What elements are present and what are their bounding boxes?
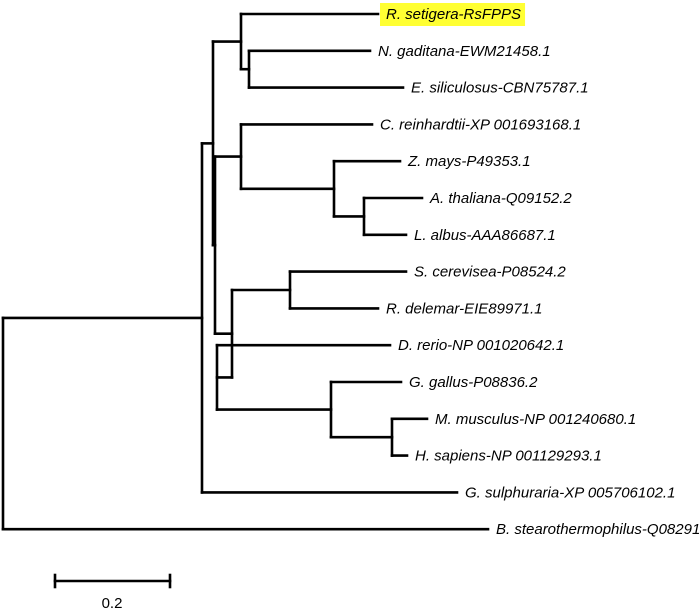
leaf-label: E. siliculosus-CBN75787.1: [411, 80, 589, 97]
tree-leaf-labels: R. setigera-RsFPPS N. gaditana-EWM21458.1…: [378, 3, 700, 538]
leaf-label: G. gallus-P08836.2: [409, 374, 538, 391]
leaf-label: L. albus-AAA86687.1: [414, 227, 556, 244]
scale-bar: 0.2: [53, 573, 172, 611]
leaf-label: Z. mays-P49353.1: [407, 153, 531, 170]
leaf-label: H. sapiens-NP 001129293.1: [415, 448, 602, 465]
tree-branches: [1, 12, 490, 531]
leaf-label: R. setigera-RsFPPS: [386, 6, 521, 23]
leaf-label: M. musculus-NP 001240680.1: [435, 411, 636, 428]
leaf-label: R. delemar-EIE89971.1: [386, 300, 542, 317]
leaf-label: C. reinhardtii-XP 001693168.1: [380, 116, 581, 133]
leaf-label: A. thaliana-Q09152.2: [429, 190, 572, 207]
leaf-label: S. cerevisea-P08524.2: [414, 264, 566, 281]
scale-bar-label: 0.2: [102, 595, 123, 611]
leaf-label: B. stearothermophilus-Q08291.1: [496, 521, 700, 538]
leaf-label: N. gaditana-EWM21458.1: [378, 43, 551, 60]
highlight-box: [380, 3, 526, 26]
leaf-label: D. rerio-NP 001020642.1: [398, 337, 564, 354]
leaf-label: G. sulphuraria-XP 005706102.1: [465, 484, 675, 501]
